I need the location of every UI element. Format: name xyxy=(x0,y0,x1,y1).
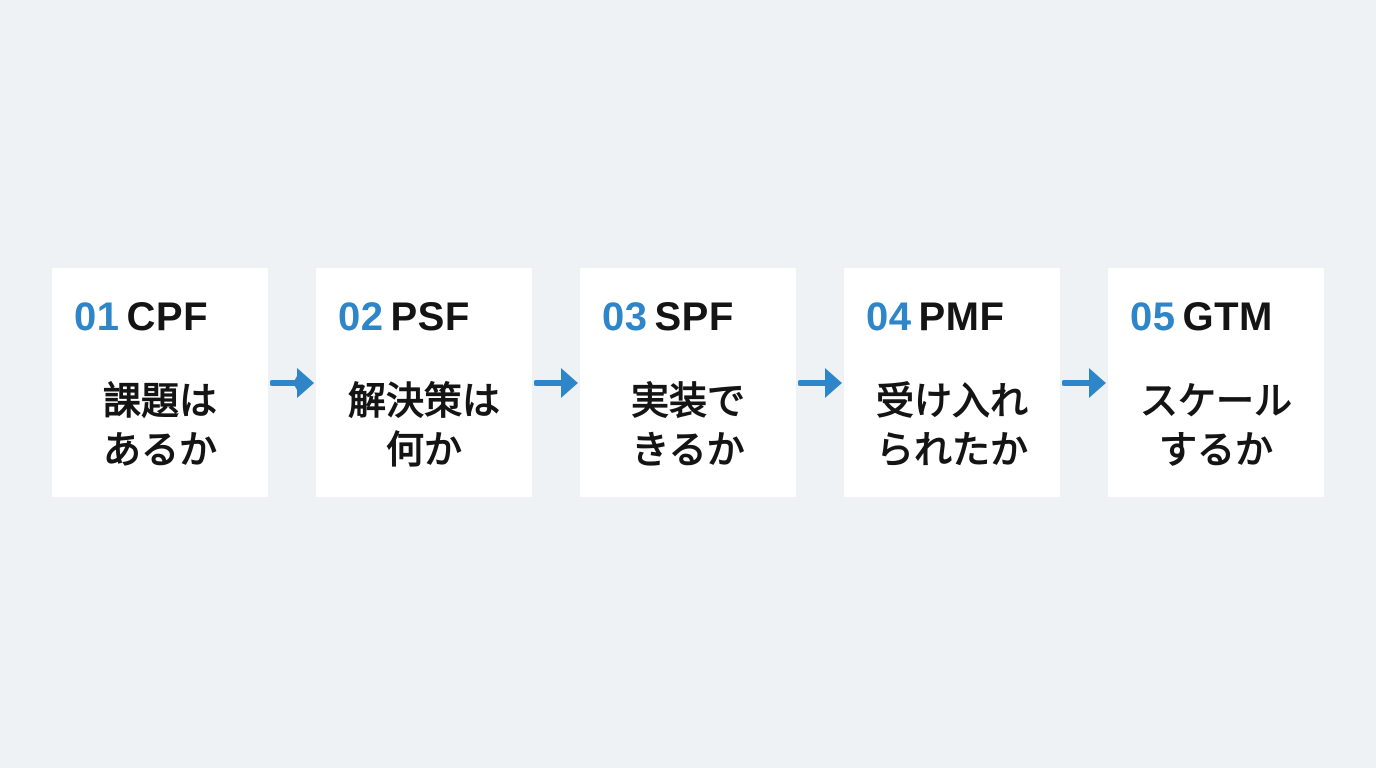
flow-arrow xyxy=(1060,268,1108,497)
step-acronym: CPF xyxy=(126,295,208,339)
step-acronym: SPF xyxy=(654,295,734,339)
arrow-right-icon xyxy=(1062,367,1106,398)
step-description-line1: 解決策は xyxy=(347,381,500,423)
step-acronym: PMF xyxy=(918,295,1005,339)
flow-arrow xyxy=(268,268,316,497)
step-number: 02 xyxy=(338,295,384,339)
step-description-line2: あるか xyxy=(102,430,217,472)
step-description-line2: するか xyxy=(1158,430,1273,472)
step-description-line1: 課題は xyxy=(102,381,217,423)
step-acronym: GTM xyxy=(1182,295,1273,339)
step-description-line1: 受け入れ xyxy=(875,381,1028,423)
step-acronym: PSF xyxy=(390,295,470,339)
step-number: 04 xyxy=(866,295,912,339)
step-description-line2: きるか xyxy=(631,430,745,472)
step-description: 解決策は 何か xyxy=(316,378,532,476)
step-description-line2: られたか xyxy=(875,430,1028,472)
step-number: 03 xyxy=(602,295,648,339)
step-description-line1: 実装で xyxy=(630,381,745,423)
step-description: 実装で きるか xyxy=(580,378,796,476)
arrow-right-icon xyxy=(534,367,578,398)
flow-arrow xyxy=(796,268,844,497)
arrow-right-icon xyxy=(270,367,314,398)
arrow-right-icon xyxy=(798,367,842,398)
step-description-line1: スケール xyxy=(1139,381,1292,423)
step-number: 01 xyxy=(74,295,120,339)
step-description: 課題は あるか xyxy=(52,378,268,476)
step-description: 受け入れ られたか xyxy=(844,378,1060,476)
step-description: スケール するか xyxy=(1108,378,1324,476)
step-number: 05 xyxy=(1130,295,1176,339)
step-description-line2: 何か xyxy=(385,430,462,472)
flow-arrow xyxy=(532,268,580,497)
